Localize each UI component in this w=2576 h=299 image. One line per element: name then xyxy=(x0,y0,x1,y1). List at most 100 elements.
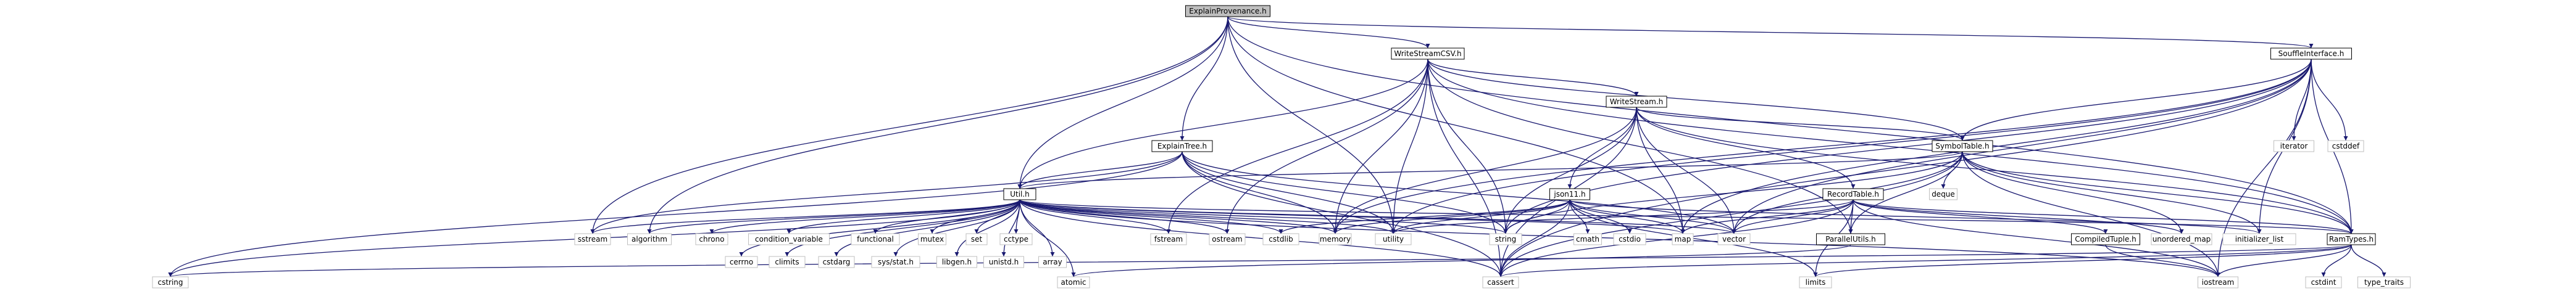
node-condition-variable: condition_variable xyxy=(748,233,830,245)
node-parallelutils-h[interactable]: ParallelUtils.h xyxy=(1816,233,1885,245)
node-writestream-h[interactable]: WriteStream.h xyxy=(1606,96,1667,108)
edge-json11-h-to-cassert xyxy=(1500,199,1570,277)
edge-arrowhead xyxy=(590,229,595,234)
node-explaintree-h[interactable]: ExplainTree.h xyxy=(1151,140,1213,152)
edge-recordtable-h-to-utility xyxy=(1393,199,1854,234)
node-recordtable-h[interactable]: RecordTable.h xyxy=(1822,188,1884,200)
node-compiledtuple-h[interactable]: CompiledTuple.h xyxy=(2071,233,2140,245)
node-box xyxy=(1822,188,1884,200)
node-initializer-list: initializer_list xyxy=(2222,233,2296,245)
edge-arrowhead xyxy=(2103,229,2108,234)
node-label: initializer_list xyxy=(2235,235,2284,244)
node-label: atomic xyxy=(1061,278,1086,287)
node-box xyxy=(1929,188,1957,200)
node-label: chrono xyxy=(699,235,724,244)
node-box xyxy=(936,256,977,268)
node-label: fstream xyxy=(1154,235,1183,244)
node-cstdint: cstdint xyxy=(2305,276,2342,289)
edge-json11-h-to-utility xyxy=(1393,199,1570,234)
edge-explaintree-h-to-cassert xyxy=(1182,151,1501,277)
node-label: SymbolTable.h xyxy=(1935,142,1989,150)
edge-arrowhead xyxy=(2321,272,2326,277)
node-label: cerrno xyxy=(730,258,753,266)
node-box xyxy=(965,233,988,245)
node-label: sstream xyxy=(578,235,607,244)
node-label: cctype xyxy=(1004,235,1028,244)
edge-arrowhead xyxy=(2343,136,2348,141)
edge-writestreamcsv-h-to-fstream xyxy=(1168,59,1428,234)
node-label: WriteStreamCSV.h xyxy=(1394,49,1461,58)
edge-writestream-h-to-recordtable-h xyxy=(1636,107,1854,189)
edge-arrowhead xyxy=(1567,184,1572,189)
edge-souffleinterface-h-to-symboltable-h xyxy=(1962,59,2312,141)
node-util-h[interactable]: Util.h xyxy=(1003,188,1036,200)
node-ramtypes-h[interactable]: RamTypes.h xyxy=(2327,233,2376,245)
edge-souffleinterface-h-to-cstddef xyxy=(2311,59,2346,141)
edge-writestreamcsv-h-to-string xyxy=(1427,59,1506,234)
node-set: set xyxy=(965,233,988,245)
edge-arrowhead xyxy=(786,229,791,234)
node-vector: vector xyxy=(1717,233,1751,245)
edge-explaintree-h-to-sstream xyxy=(592,151,1183,234)
edge-writestream-h-to-symboltable-h xyxy=(1636,107,1963,141)
edge-arrowhead xyxy=(1941,184,1946,189)
node-map: map xyxy=(1672,233,1694,245)
edge-arrowhead xyxy=(1498,272,1503,277)
dependency-edges xyxy=(168,16,2386,277)
edge-ramtypes-h-to-type-traits xyxy=(2351,244,2385,277)
edge-util-h-to-cerrno xyxy=(741,199,1020,257)
node-box xyxy=(2071,233,2140,245)
node-sstream: sstream xyxy=(574,233,611,245)
edge-symboltable-h-to-iostream xyxy=(1962,151,2219,277)
edge-json11-h-to-memory xyxy=(1335,199,1570,234)
edge-util-h-to-sys-stat-h xyxy=(895,199,1020,257)
node-box xyxy=(1489,233,1522,245)
edge-util-h-to-utility xyxy=(1019,199,1394,234)
edge-parallelutils-h-to-atomic xyxy=(1073,244,1851,277)
edge-json11-h-to-cstdlib xyxy=(1280,199,1570,234)
edge-arrowhead xyxy=(2382,272,2386,277)
edge-arrowhead xyxy=(1278,229,1283,234)
node-chrono: chrono xyxy=(695,233,728,245)
node-string: string xyxy=(1489,233,1522,245)
node-limits: limits xyxy=(1799,276,1832,289)
edge-recordtable-h-to-iostream xyxy=(1853,199,2219,277)
node-box xyxy=(1816,233,1885,245)
node-writestreamcsv-h[interactable]: WriteStreamCSV.h xyxy=(1391,47,1465,60)
node-box xyxy=(2305,276,2342,289)
edge-arrowhead xyxy=(1585,229,1590,234)
node-cerrno: cerrno xyxy=(725,256,758,268)
node-symboltable-h[interactable]: SymbolTable.h xyxy=(1932,140,1993,152)
node-json11-h[interactable]: json11.h xyxy=(1549,188,1590,200)
edge-explaintree-h-to-vector xyxy=(1182,151,1735,234)
edge-arrowhead xyxy=(2349,229,2354,234)
node-box xyxy=(2198,276,2238,289)
node-unordered-map: unordered_map xyxy=(2151,233,2212,245)
edge-arrowhead xyxy=(647,229,652,234)
edge-arrowhead xyxy=(893,252,898,256)
edge-explaintree-h-to-cstring xyxy=(170,151,1183,277)
node-label: cmath xyxy=(1576,235,1599,244)
node-label: array xyxy=(1043,258,1062,266)
node-box xyxy=(818,256,855,268)
node-explainprovenance-h[interactable]: ExplainProvenance.h xyxy=(1185,5,1270,17)
node-box xyxy=(627,233,672,245)
edge-symboltable-h-to-cassert xyxy=(1500,151,1963,277)
edge-explainprovenance-h-to-writestreamcsv-h xyxy=(1227,16,1428,49)
node-box xyxy=(1262,233,1299,245)
edge-util-h-to-sstream xyxy=(592,199,1020,234)
edge-explainprovenance-h-to-ramtypes-h xyxy=(1227,16,2352,234)
edge-explainprovenance-h-to-algorithm xyxy=(649,16,1228,234)
node-climits: climits xyxy=(769,256,806,268)
node-cstdarg: cstdarg xyxy=(818,256,855,268)
node-box xyxy=(1319,233,1352,245)
edge-arrowhead xyxy=(168,272,173,277)
edge-json11-h-to-initializer-list xyxy=(1569,199,2260,234)
node-souffleinterface-h[interactable]: SouffleInterface.h xyxy=(2270,47,2352,60)
edge-recordtable-h-to-vector xyxy=(1733,199,1854,234)
node-label: string xyxy=(1495,235,1516,244)
node-box xyxy=(2327,140,2364,152)
edge-arrowhead xyxy=(1627,229,1632,234)
edge-arrowhead xyxy=(1071,272,1076,277)
